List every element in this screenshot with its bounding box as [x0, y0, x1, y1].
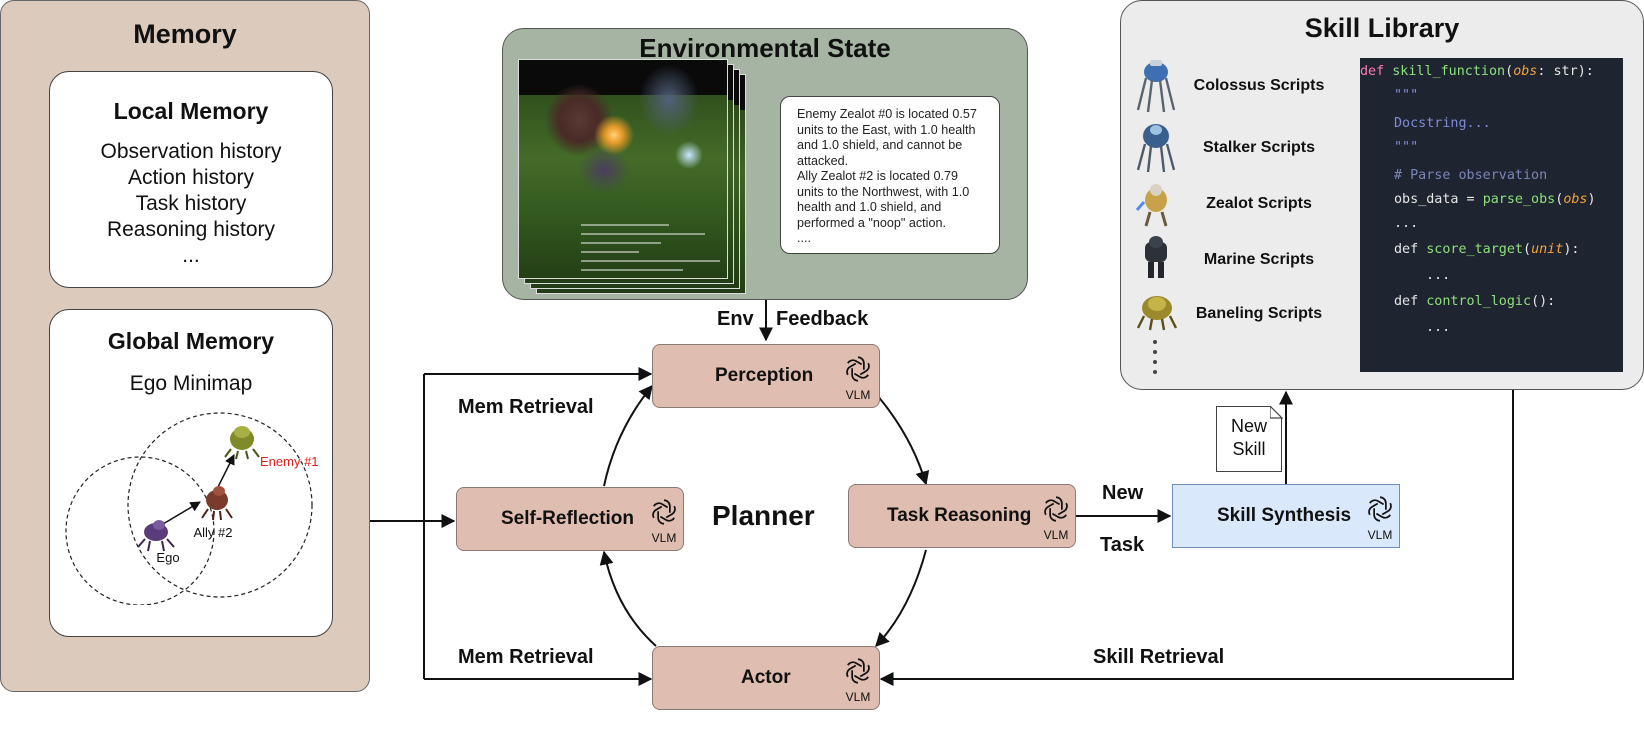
code-comment: # Parse observation	[1394, 168, 1548, 183]
skill-retrieval-label: Skill Retrieval	[1093, 646, 1225, 668]
ally-label: Ally #2	[193, 525, 232, 540]
self-reflection-node: Self-Reflection VLM	[456, 487, 684, 551]
local-memory-list: Observation history Action history Task …	[50, 139, 332, 269]
environmental-state-title: Environmental State	[639, 33, 891, 63]
ally-range-circle	[127, 412, 313, 598]
code-ellipsis: ...	[1394, 216, 1419, 231]
perception-node: Perception VLM	[652, 344, 880, 408]
ego-label: Ego	[156, 550, 179, 565]
code-docstring-close: """	[1394, 140, 1419, 155]
perception-label: Perception	[715, 365, 814, 386]
local-memory-title: Local Memory	[113, 98, 269, 124]
code-ellipsis: ...	[1426, 320, 1451, 335]
stalker-icon	[1136, 124, 1176, 173]
openai-icon	[846, 658, 870, 684]
cycle-arrow-actor-reflection	[599, 550, 657, 647]
vlm-label: VLM	[845, 690, 871, 704]
memory-panel: Memory Local Memory Observation history …	[0, 0, 370, 692]
vlm-badge: VLM	[841, 353, 875, 402]
vlm-badge: VLM	[647, 496, 681, 545]
self-reflection-label: Self-Reflection	[501, 508, 635, 529]
code-line-assign: obs_data = parse_obs(obs)	[1394, 192, 1596, 207]
mem-retrieval-bottom-label: Mem Retrieval	[458, 646, 594, 668]
actor-label: Actor	[741, 667, 791, 688]
zealot-icon	[1135, 184, 1168, 227]
skill-marine-label: Marine Scripts	[1203, 251, 1315, 268]
history-item: ...	[182, 244, 200, 267]
history-item: Reasoning history	[106, 218, 276, 241]
skill-zealot-label: Zealot Scripts	[1206, 195, 1312, 212]
memory-title: Memory	[133, 19, 237, 49]
new-skill-label-line1: New	[1230, 416, 1267, 436]
colossus-icon	[1136, 60, 1176, 113]
note-fold-icon	[1270, 406, 1283, 419]
code-docstring: Docstring...	[1394, 116, 1491, 131]
task-label: Task	[1100, 534, 1145, 556]
code-ellipsis: ...	[1426, 268, 1451, 283]
vlm-label: VLM	[1367, 528, 1393, 542]
history-item: Action history	[127, 166, 255, 189]
ally-unit-icon	[201, 486, 233, 521]
openai-icon	[652, 499, 676, 525]
code-docstring-open: """	[1394, 88, 1419, 103]
ego-minimap-title: Ego Minimap	[129, 372, 253, 395]
marine-icon	[1145, 236, 1167, 278]
skill-colossus-label: Colossus Scripts	[1193, 77, 1325, 94]
skill-code-block: def skill_function(obs: str): """ Docstr…	[1360, 58, 1623, 372]
game-text-overlay	[581, 224, 727, 278]
ego-range-circle	[65, 456, 215, 605]
global-memory-title: Global Memory	[107, 328, 275, 354]
code-line-score: def score_target(unit):	[1394, 242, 1580, 257]
vlm-badge: VLM	[841, 655, 875, 704]
ego-unit-icon	[137, 520, 175, 552]
vlm-label: VLM	[845, 388, 871, 402]
planner-label: Planner	[712, 500, 815, 531]
observation-text: Enemy Zealot #0 is located 0.57 units to…	[797, 107, 977, 245]
mem-retrieval-top-label: Mem Retrieval	[458, 396, 594, 418]
cycle-arrow-reflection-perception	[603, 384, 653, 487]
task-reasoning-label: Task Reasoning	[887, 505, 1032, 526]
openai-icon	[1368, 496, 1392, 522]
skill-stalker-label: Stalker Scripts	[1202, 139, 1316, 156]
baneling-icon	[1136, 296, 1178, 331]
new-skill-label-line2: Skill	[1232, 439, 1266, 459]
openai-icon	[846, 356, 870, 382]
global-memory-card: Global Memory Ego Minimap	[49, 309, 333, 637]
ego-minimap: Ego Ally #2 Enemy #1	[65, 412, 319, 605]
vlm-label: VLM	[651, 531, 677, 545]
enemy-label: Enemy #1	[260, 454, 319, 469]
new-label: New	[1102, 482, 1144, 504]
skill-synthesis-label: Skill Synthesis	[1217, 505, 1352, 526]
code-line-signature: def skill_function(obs: str):	[1360, 64, 1594, 79]
observation-text-card: Enemy Zealot #0 is located 0.57 units to…	[780, 96, 1000, 254]
cycle-arrow-reasoning-actor	[875, 549, 927, 648]
game-screenshot	[518, 59, 728, 279]
enemy-unit-icon	[224, 426, 260, 460]
history-item: Observation history	[100, 140, 282, 163]
skill-synthesis-node: Skill Synthesis VLM	[1172, 484, 1400, 548]
actor-node: Actor VLM	[652, 646, 880, 710]
env-label: Env	[717, 308, 754, 330]
openai-icon	[1044, 496, 1068, 522]
skill-retrieval-arrow	[879, 390, 1514, 686]
task-reasoning-node: Task Reasoning VLM	[848, 484, 1076, 548]
vlm-label: VLM	[1043, 528, 1069, 542]
history-item: Task history	[135, 192, 247, 215]
ally-enemy-link	[215, 454, 235, 492]
more-skills-ellipsis	[1153, 340, 1159, 374]
ego-ally-link	[157, 501, 201, 528]
code-line-control: def control_logic():	[1394, 294, 1556, 309]
vlm-badge: VLM	[1363, 493, 1397, 542]
feedback-label: Feedback	[776, 308, 869, 330]
skill-baneling-label: Baneling Scripts	[1195, 305, 1323, 322]
vlm-badge: VLM	[1039, 493, 1073, 542]
skill-library-title: Skill Library	[1304, 13, 1460, 43]
local-memory-card: Local Memory Observation history Action …	[49, 71, 333, 288]
